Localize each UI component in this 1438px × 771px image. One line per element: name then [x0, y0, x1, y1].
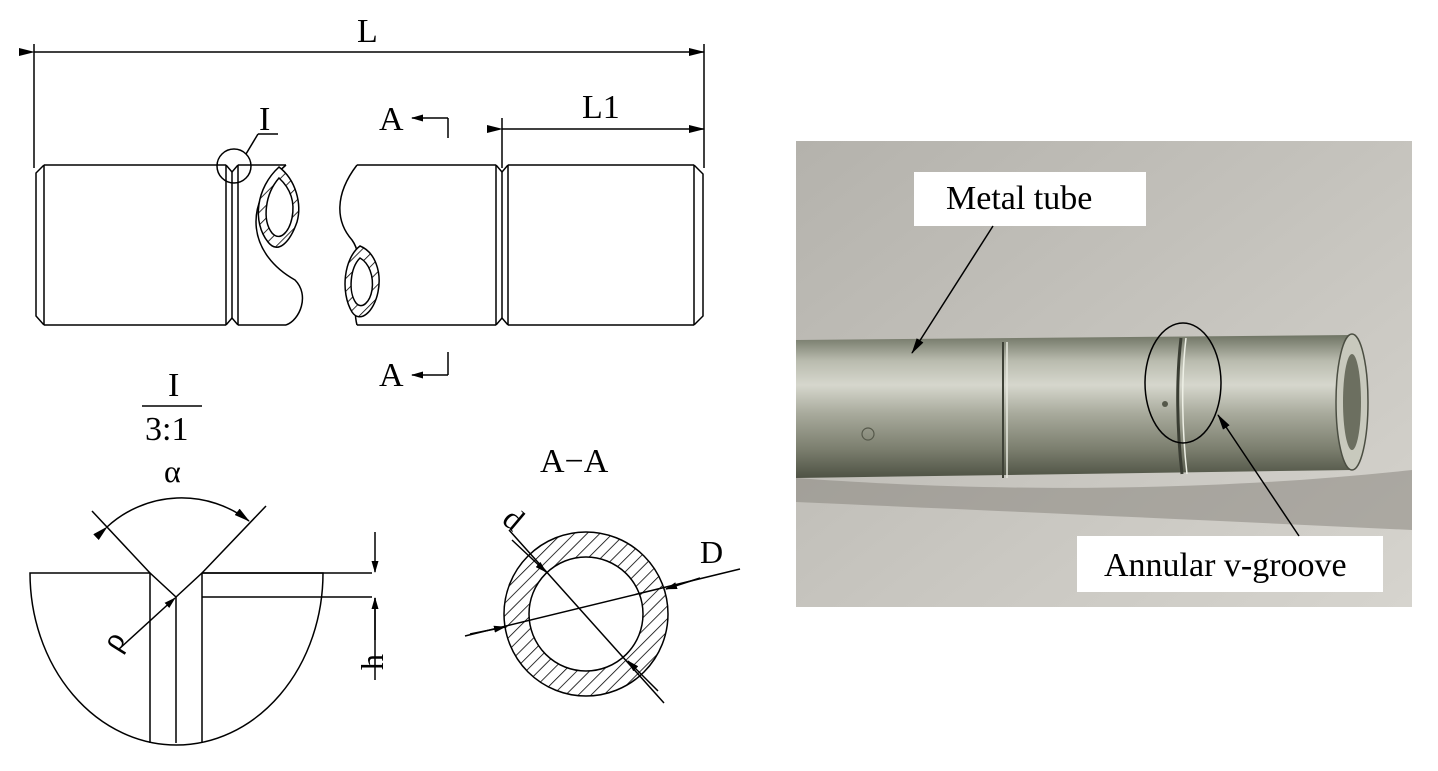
- svg-text:A: A: [379, 101, 404, 138]
- svg-text:I: I: [259, 101, 270, 138]
- detail-marker-I: I: [216, 101, 278, 184]
- tube-photo: Metal tube Annular v-groove: [796, 141, 1412, 607]
- label-box-groove: [1077, 536, 1383, 592]
- technical-drawing: L L1: [19, 13, 741, 746]
- svg-text:A: A: [379, 357, 404, 394]
- detail-scale: 3:1: [145, 411, 188, 448]
- section-marker-bottom: A: [379, 352, 449, 394]
- groove-highlight-ellipse: [1144, 322, 1222, 444]
- detail-title: I: [168, 367, 179, 404]
- section-marker-top: A: [379, 101, 449, 138]
- depth-h: h: [354, 654, 390, 670]
- section-title: A−A: [540, 443, 609, 480]
- section-view: A−A d D: [464, 443, 741, 704]
- label-metal-tube: Metal tube: [946, 180, 1092, 217]
- dimension-end-length: L1: [487, 89, 705, 168]
- dimension-total-length: L: [19, 13, 705, 168]
- label-box-tube: [914, 172, 1146, 226]
- detail-view: I 3:1 α ρ h: [29, 367, 390, 746]
- label-L1: L1: [582, 89, 620, 126]
- diameter-D: D: [700, 534, 723, 570]
- tube-left-segment: [35, 164, 304, 326]
- diameter-d: d: [496, 500, 531, 538]
- angle-alpha: α: [164, 453, 181, 489]
- tube-right-segment: [339, 164, 704, 326]
- label-annular-v-groove: Annular v-groove: [1104, 547, 1347, 584]
- label-L: L: [357, 13, 378, 50]
